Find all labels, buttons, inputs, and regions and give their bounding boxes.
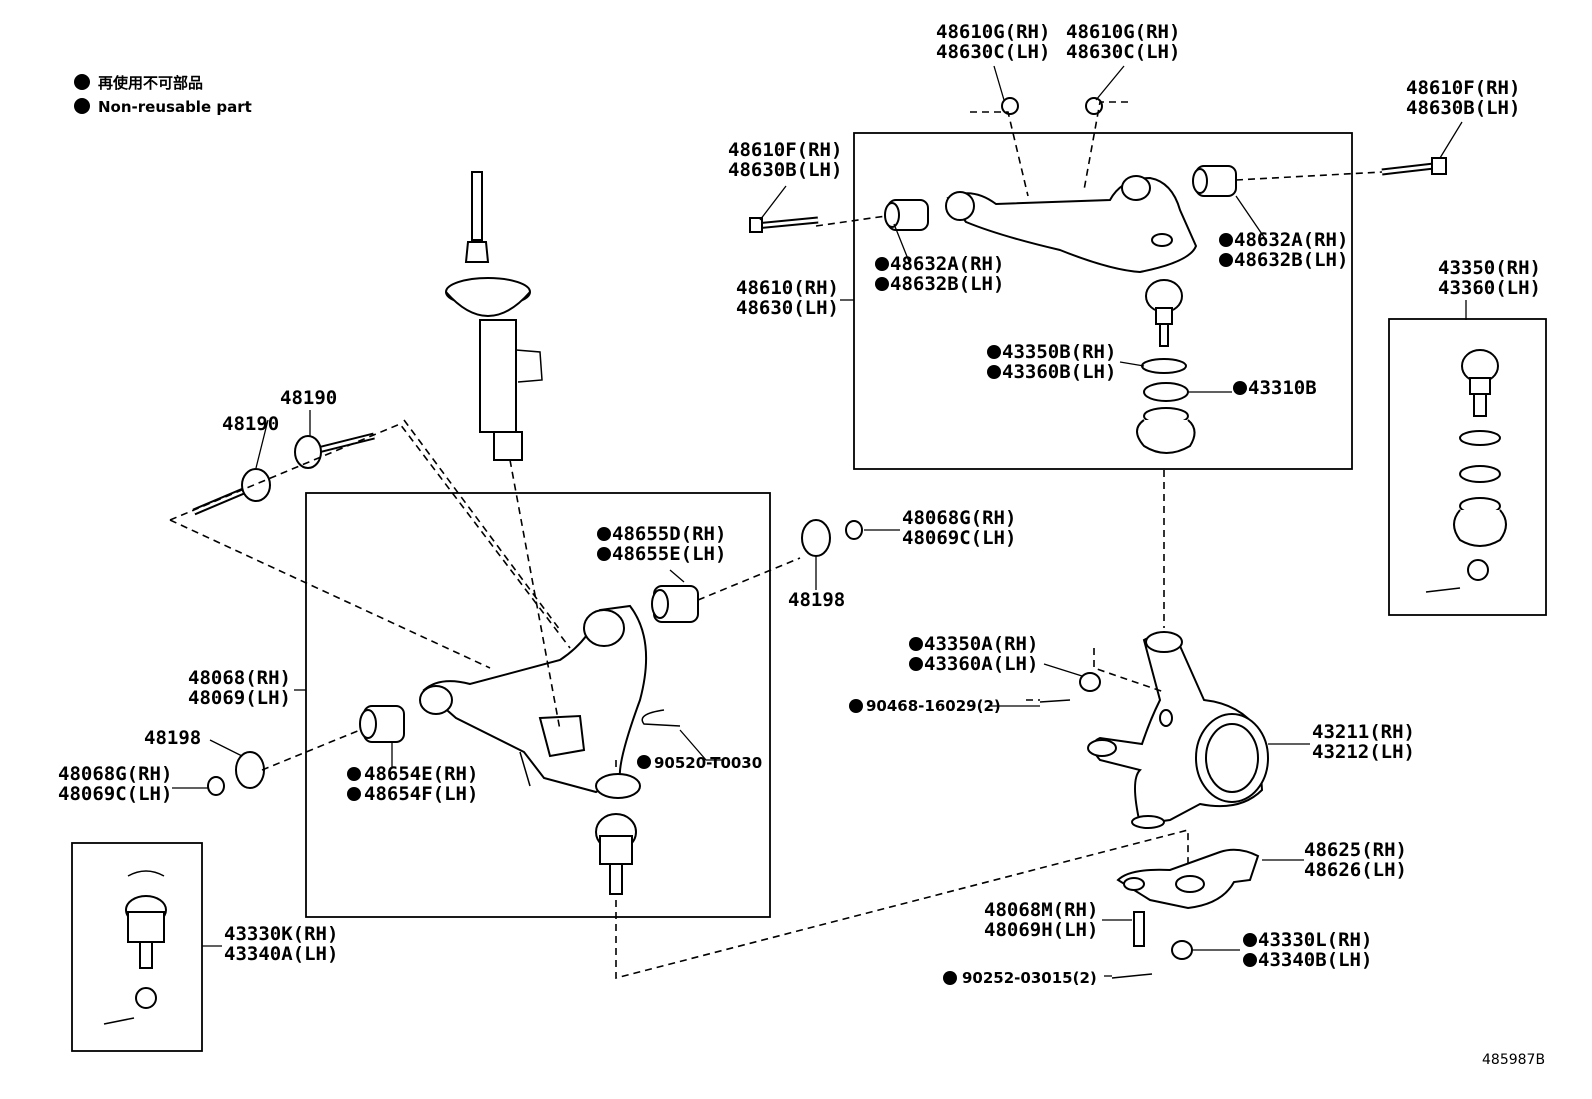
illustration-reference-number: 485987B	[1482, 1052, 1545, 1068]
upper-arm-drawing	[945, 175, 1198, 274]
label-48610-lh: 48630(LH)	[736, 297, 839, 319]
label-48068-lh: 48069(LH)	[188, 687, 291, 709]
label-48068G-right-rh: 48068G(RH)	[902, 507, 1016, 529]
upper-bolt-right-head	[1431, 157, 1447, 175]
label-48654-rh: 48654E(RH)	[364, 763, 478, 785]
label-43330K-lh: 43340A(LH)	[224, 943, 338, 965]
label-48610F-right-lh: 48630B(LH)	[1406, 97, 1520, 119]
upper-ball-joint-stack	[1136, 279, 1196, 454]
label-43350A-rh: 43350A(RH)	[924, 633, 1038, 655]
label-48625-lh: 48626(LH)	[1304, 859, 1407, 881]
lower-bushing-right	[651, 585, 699, 623]
label-48655-rh: 48655D(RH)	[612, 523, 726, 545]
label-48625-rh: 48625(RH)	[1304, 839, 1407, 861]
cam-plate-left	[235, 751, 265, 789]
legend: 再使用不可部品 Non-reusable part	[74, 74, 252, 116]
shock-absorber-drawing	[445, 171, 543, 461]
label-48610G-2-lh: 48630C(LH)	[1066, 41, 1180, 63]
label-48610-rh: 48610(RH)	[736, 277, 839, 299]
label-48068-rh: 48068(RH)	[188, 667, 291, 689]
upper-bushing-left	[884, 199, 929, 231]
legend-japanese: 再使用不可部品	[98, 74, 203, 92]
non-reusable-markers	[347, 233, 1257, 985]
upper-bushing-right	[1192, 165, 1237, 197]
label-43350B-rh: 43350B(RH)	[1002, 341, 1116, 363]
label-48198-right: 48198	[788, 589, 845, 611]
label-48068M-rh: 48068M(RH)	[984, 899, 1098, 921]
label-90252: 90252-03015(2)	[962, 969, 1097, 987]
kit-right-contents	[1425, 349, 1507, 593]
guide-lines	[169, 101, 1383, 980]
cam-plate-right	[801, 519, 831, 557]
snap-ring-lower	[641, 709, 681, 727]
ball-joint-kit-box	[1388, 318, 1547, 616]
label-48655-lh: 48655E(LH)	[612, 543, 726, 565]
cotter-pin-upper	[1039, 699, 1071, 703]
nut-right	[845, 520, 863, 540]
label-43350A-lh: 43360A(LH)	[924, 653, 1038, 675]
lower-ball-joint-kit-box	[71, 842, 203, 1052]
label-48068M-lh: 48069H(LH)	[984, 919, 1098, 941]
kit-left-contents	[103, 870, 167, 1025]
non-reusable-dot-icon	[74, 74, 90, 90]
label-48190-right: 48190	[280, 387, 337, 409]
label-48610F-right-rh: 48610F(RH)	[1406, 77, 1520, 99]
label-43330L-lh: 43340B(LH)	[1258, 949, 1372, 971]
label-43330L-rh: 43330L(RH)	[1258, 929, 1372, 951]
upper-arm-box	[853, 132, 1353, 470]
steering-knuckle-drawing	[1087, 631, 1269, 829]
label-90520: 90520-T0030	[654, 754, 762, 772]
label-43330K-rh: 43330K(RH)	[224, 923, 338, 945]
label-48068G-left-lh: 48069C(LH)	[58, 783, 172, 805]
upper-nut-1	[1001, 97, 1019, 115]
label-48654-lh: 48654F(LH)	[364, 783, 478, 805]
label-48610G-1-rh: 48610G(RH)	[936, 21, 1050, 43]
label-90468: 90468-16029(2)	[866, 697, 1001, 715]
upper-nut-2	[1085, 97, 1103, 115]
knuckle-nut	[1079, 672, 1101, 692]
cotter-pin-lower	[1111, 973, 1153, 979]
knuckle-arm-drawing	[1116, 848, 1260, 910]
label-43211-rh: 43211(RH)	[1312, 721, 1415, 743]
upper-bolt-left-head	[749, 217, 763, 233]
lower-ball-joint	[595, 813, 637, 895]
label-48610F-left-lh: 48630B(LH)	[728, 159, 842, 181]
label-48632-right-rh: 48632A(RH)	[1234, 229, 1348, 251]
knuckle-arm-nut	[1171, 940, 1193, 960]
label-48610F-left-rh: 48610F(RH)	[728, 139, 842, 161]
lower-arm-drawing	[419, 604, 648, 799]
label-48068G-right-lh: 48069C(LH)	[902, 527, 1016, 549]
legend-english: Non-reusable part	[98, 98, 252, 116]
part-labels: 48610G(RH) 48630C(LH) 48610G(RH) 48630C(…	[58, 21, 1545, 1068]
leader-lines	[172, 65, 1467, 977]
label-43310B: 43310B	[1248, 377, 1317, 399]
label-48632-left-lh: 48632B(LH)	[890, 273, 1004, 295]
label-48610G-2-rh: 48610G(RH)	[1066, 21, 1180, 43]
label-43350B-lh: 43360B(LH)	[1002, 361, 1116, 383]
cam-bolt-drawing	[192, 432, 375, 516]
label-48632-right-lh: 48632B(LH)	[1234, 249, 1348, 271]
non-reusable-dot-icon	[74, 98, 90, 114]
knuckle-arm-bolt	[1133, 911, 1145, 947]
label-48190-left: 48190	[222, 413, 279, 435]
label-48198-left: 48198	[144, 727, 201, 749]
label-48632-left-rh: 48632A(RH)	[890, 253, 1004, 275]
label-43350-rh: 43350(RH)	[1438, 257, 1541, 279]
label-43211-lh: 43212(LH)	[1312, 741, 1415, 763]
label-48068G-left-rh: 48068G(RH)	[58, 763, 172, 785]
lower-bushing-left	[359, 705, 405, 743]
label-43350-lh: 43360(LH)	[1438, 277, 1541, 299]
label-48610G-1-lh: 48630C(LH)	[936, 41, 1050, 63]
nut-left	[207, 776, 225, 796]
lower-arm-box	[305, 492, 771, 918]
